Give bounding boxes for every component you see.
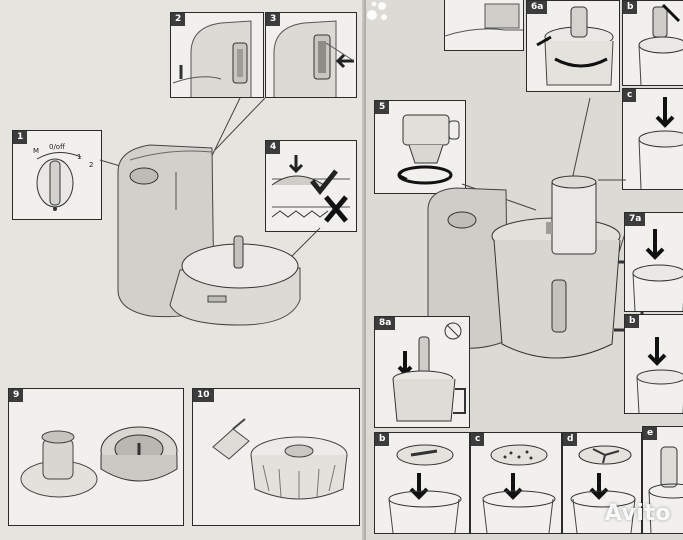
step-3-drawing xyxy=(273,20,355,97)
step-6c-label: c xyxy=(623,89,637,102)
step-4-label: 4 xyxy=(266,141,281,154)
top-strip-drawing xyxy=(445,3,523,37)
step-8a-label: 8a xyxy=(375,317,396,330)
step-7b-label: b xyxy=(625,315,640,328)
step-1-label: 1 xyxy=(13,131,28,144)
step-8c-panel: c xyxy=(470,432,562,534)
step-4-drawing xyxy=(271,155,350,223)
step-8e-drawing xyxy=(648,446,683,533)
step-6b-drawing xyxy=(638,3,683,85)
step-1-panel: 1 M 0/off 1 2 xyxy=(12,130,102,220)
step-9-label: 9 xyxy=(9,389,24,402)
step-7b-drawing xyxy=(636,337,683,413)
step-9-panel: 9 xyxy=(8,388,184,526)
step-8d-label: d xyxy=(563,433,578,446)
step-7a-panel: 7a xyxy=(624,212,683,312)
step-3-panel: 3 xyxy=(265,12,357,98)
step-10-drawing xyxy=(212,418,348,500)
step-10-label: 10 xyxy=(193,389,214,402)
top-strip-panel xyxy=(444,0,524,51)
watermark-logo-icon xyxy=(367,1,387,20)
step-8a-drawing xyxy=(392,322,466,422)
step-2-drawing xyxy=(172,20,252,97)
step-6a-drawing xyxy=(536,6,614,86)
step-8b-drawing xyxy=(388,444,462,533)
base-unit-drawing xyxy=(99,97,321,326)
switch-label-1: 1 xyxy=(77,153,82,161)
step-6a-panel: 6a xyxy=(526,0,620,92)
step-6b-panel: b xyxy=(622,0,683,86)
switch-label-m: M xyxy=(33,147,40,155)
switch-label-off: 0/off xyxy=(49,143,65,151)
step-6c-panel: c xyxy=(622,88,683,190)
step-2-panel: 2 xyxy=(170,12,264,98)
step-7a-drawing xyxy=(632,229,683,311)
step-8e-label: e xyxy=(643,427,658,440)
step-9-drawing xyxy=(20,426,178,498)
step-8d-panel: d xyxy=(562,432,642,534)
step-6b-label: b xyxy=(623,1,638,14)
step-8b-panel: b xyxy=(374,432,470,534)
step-8c-label: c xyxy=(471,433,485,446)
step-8b-label: b xyxy=(375,433,390,446)
watermark-text: Avito xyxy=(604,501,671,526)
step-6c-drawing xyxy=(638,97,683,189)
switch-label-2: 2 xyxy=(89,161,94,169)
step-10-panel: 10 xyxy=(192,388,360,526)
step-4-panel: 4 xyxy=(265,140,357,232)
step-5-drawing xyxy=(397,114,460,185)
step-7b-panel: b xyxy=(624,314,683,414)
step-2-label: 2 xyxy=(171,13,186,26)
right-page: 6a b c 5 xyxy=(366,0,683,540)
step-6a-label: 6a xyxy=(527,1,548,14)
step-5-label: 5 xyxy=(375,101,390,114)
step-5-panel: 5 xyxy=(374,100,466,194)
step-8d-drawing xyxy=(570,445,636,533)
step-8c-drawing xyxy=(482,444,556,533)
step-8e-panel: e xyxy=(642,426,683,534)
step-8a-panel: 8a xyxy=(374,316,470,428)
step-3-label: 3 xyxy=(266,13,281,26)
step-7a-label: 7a xyxy=(625,213,646,226)
speed-switch-drawing xyxy=(36,152,82,211)
left-page: 2 3 1 M 0/off 1 2 xyxy=(0,0,366,540)
assembled-processor-drawing xyxy=(427,97,644,359)
